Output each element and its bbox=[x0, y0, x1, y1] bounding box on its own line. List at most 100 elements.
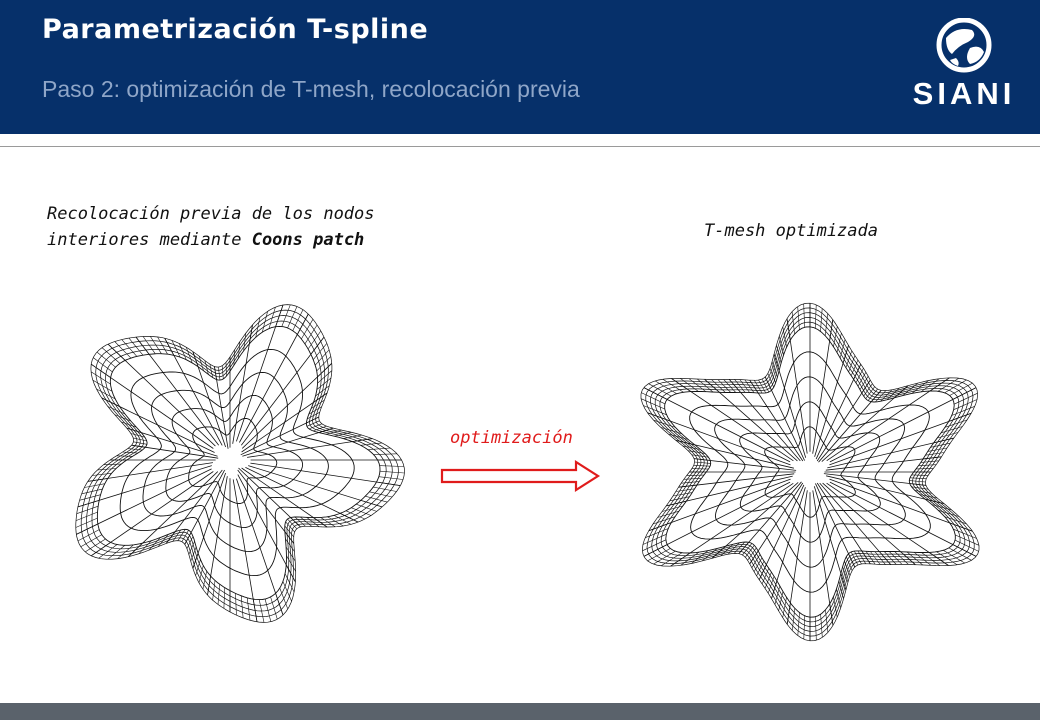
mesh-boundary-edge bbox=[756, 561, 765, 576]
mesh-boundary-edge bbox=[952, 387, 977, 400]
mesh-edge bbox=[812, 490, 834, 626]
mesh-edge bbox=[135, 336, 220, 446]
mesh-boundary-edge bbox=[652, 516, 676, 525]
mesh-edge bbox=[815, 483, 856, 568]
mesh-boundary-edge bbox=[138, 540, 152, 555]
mesh-boundary-edge bbox=[734, 379, 746, 393]
mesh-edge bbox=[248, 465, 383, 508]
mesh-boundary-edge bbox=[913, 552, 932, 566]
mesh-boundary-edge bbox=[204, 360, 209, 375]
mesh-boundary-edge bbox=[933, 437, 954, 444]
mesh-edge bbox=[192, 472, 226, 569]
mesh-boundary-edge bbox=[275, 304, 284, 327]
mesh-boundary-edge bbox=[308, 406, 322, 415]
mesh-boundary-edge bbox=[345, 510, 365, 520]
mesh-boundary-edge bbox=[233, 349, 235, 366]
mesh-boundary-edge bbox=[691, 454, 709, 458]
mesh-boundary-edge bbox=[292, 309, 304, 331]
mesh-boundary-edge bbox=[268, 307, 276, 329]
mesh-boundary-edge bbox=[373, 486, 397, 492]
mesh-boundary-edge bbox=[839, 339, 846, 359]
mesh-edge bbox=[77, 465, 212, 508]
mesh-boundary-edge bbox=[693, 458, 711, 461]
mesh-edge bbox=[758, 484, 805, 580]
mesh-boundary-edge bbox=[952, 544, 977, 557]
mesh-boundary-edge bbox=[223, 587, 225, 609]
mesh-boundary-edge bbox=[865, 551, 876, 565]
mesh-boundary-edge bbox=[181, 530, 189, 542]
mesh-boundary-edge bbox=[198, 356, 204, 371]
mesh-boundary-edge bbox=[829, 319, 834, 342]
mesh-boundary-edge bbox=[311, 399, 325, 409]
mesh-boundary-edge bbox=[107, 343, 126, 361]
mesh-boundary-edge bbox=[723, 379, 737, 393]
mesh-boundary-edge bbox=[317, 363, 332, 378]
mesh-boundary-edge bbox=[953, 392, 978, 405]
mesh-edge bbox=[711, 482, 799, 559]
mesh-edge bbox=[827, 437, 954, 469]
mesh-boundary-edge bbox=[643, 544, 668, 557]
mesh-boundary-edge bbox=[758, 564, 767, 580]
mesh-boundary-edge bbox=[662, 505, 683, 512]
mesh-boundary-edge bbox=[285, 538, 295, 552]
mesh-boundary-edge bbox=[744, 379, 755, 393]
mesh-boundary-edge bbox=[729, 379, 741, 393]
mesh-boundary-edge bbox=[863, 383, 873, 397]
coons-mesh-figure bbox=[75, 304, 405, 623]
mesh-boundary-edge bbox=[850, 359, 859, 376]
mesh-edge bbox=[826, 377, 950, 462]
mesh-boundary-edge bbox=[662, 379, 684, 393]
mesh-boundary-edge bbox=[670, 552, 691, 567]
mesh-boundary-edge bbox=[645, 528, 669, 538]
mesh-boundary-edge bbox=[694, 461, 711, 464]
mesh-boundary-edge bbox=[103, 463, 122, 465]
left-caption: Recolocación previa de los nodos interio… bbox=[47, 201, 375, 253]
globe-icon bbox=[936, 17, 992, 73]
mesh-edge bbox=[241, 392, 328, 453]
mesh-boundary-edge bbox=[943, 550, 966, 564]
mesh-boundary-edge bbox=[327, 516, 344, 527]
mesh-boundary-edge bbox=[90, 371, 111, 385]
mesh-boundary-edge bbox=[148, 537, 161, 551]
mesh-boundary-edge bbox=[279, 587, 289, 610]
mesh-boundary-edge bbox=[930, 442, 951, 448]
page-subtitle: Paso 2: optimización de T-mesh, recoloca… bbox=[42, 76, 580, 102]
mesh-boundary-edge bbox=[135, 336, 150, 355]
mesh-boundary-edge bbox=[867, 388, 878, 401]
mesh-boundary-edge bbox=[825, 609, 829, 633]
mesh-boundary-edge bbox=[306, 420, 320, 427]
divider-line bbox=[0, 146, 1040, 147]
mesh-boundary-edge bbox=[378, 476, 404, 480]
mesh-boundary-edge bbox=[949, 522, 973, 532]
mesh-boundary-edge bbox=[185, 347, 193, 364]
mesh-boundary-edge bbox=[164, 338, 175, 356]
mesh-boundary-edge bbox=[275, 593, 284, 616]
mesh-boundary-edge bbox=[857, 550, 866, 564]
mesh-boundary-edge bbox=[815, 616, 817, 641]
mesh-edge bbox=[786, 490, 808, 625]
mesh-boundary-edge bbox=[836, 333, 842, 353]
mesh-boundary-edge bbox=[351, 507, 372, 516]
mesh-boundary-edge bbox=[642, 534, 667, 545]
mesh-boundary-edge bbox=[379, 465, 405, 467]
mesh-edge bbox=[648, 478, 791, 532]
mesh-edge bbox=[818, 390, 882, 463]
mesh-edge bbox=[107, 343, 216, 447]
mesh-boundary-edge bbox=[688, 450, 706, 454]
mesh-boundary-edge bbox=[286, 555, 296, 572]
mesh-boundary-edge bbox=[195, 559, 201, 576]
mesh-boundary-edge bbox=[845, 350, 853, 368]
mesh-boundary-edge bbox=[97, 468, 117, 471]
mesh-boundary-edge bbox=[91, 363, 111, 378]
coons-patch-term: Coons patch bbox=[251, 230, 365, 250]
left-caption-line2-prefix: interiores mediante bbox=[47, 230, 252, 250]
mesh-boundary-edge bbox=[287, 518, 298, 529]
mesh-boundary-edge bbox=[953, 399, 978, 410]
mesh-boundary-edge bbox=[874, 551, 886, 565]
mesh-boundary-edge bbox=[697, 378, 714, 393]
mesh-boundary-edge bbox=[85, 538, 106, 553]
mesh-boundary-edge bbox=[642, 539, 667, 552]
mesh-boundary-edge bbox=[739, 379, 750, 393]
mesh-boundary-edge bbox=[369, 491, 393, 498]
mesh-boundary-edge bbox=[84, 483, 105, 488]
